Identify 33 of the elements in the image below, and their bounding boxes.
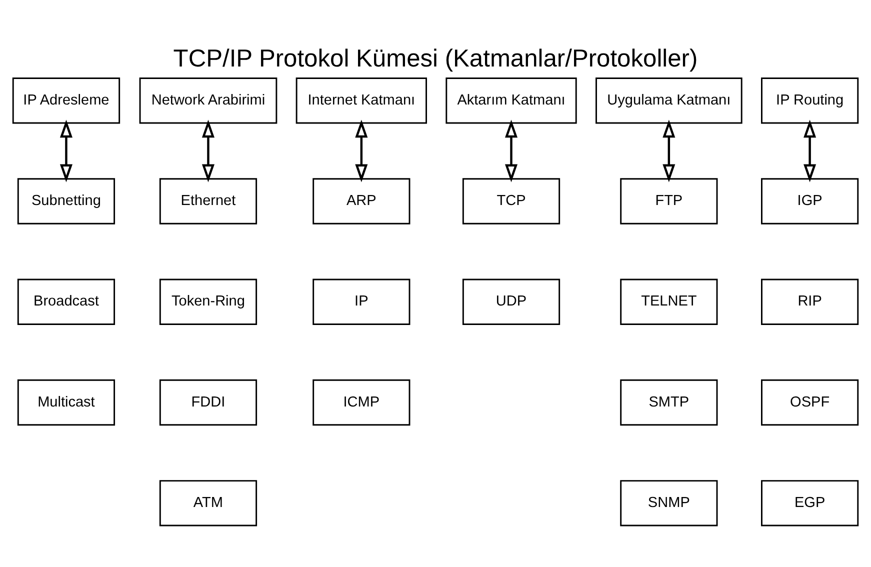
arrow: [60, 119, 72, 182]
node-box: TELNET: [620, 278, 718, 324]
node-box: EGP: [761, 480, 859, 526]
node-box: TCP: [462, 178, 560, 224]
node-box: Subnetting: [17, 178, 116, 224]
arrow: [504, 119, 518, 182]
node-box: Internet Katmanı: [296, 77, 427, 124]
node-box: Broadcast: [17, 278, 116, 324]
node-box: UDP: [462, 278, 560, 324]
node-box: Uygulama Katmanı: [596, 77, 742, 124]
node-box: IP: [312, 278, 410, 324]
arrow: [202, 119, 214, 182]
node-box: SNMP: [620, 480, 718, 526]
node-box: RIP: [761, 278, 859, 324]
node-box: SMTP: [620, 378, 718, 426]
arrow: [804, 119, 816, 182]
node-box: IP Routing: [761, 77, 859, 124]
arrow: [355, 119, 368, 182]
arrow: [662, 119, 676, 182]
node-box: IP Adresleme: [12, 77, 120, 124]
node-box: Aktarım Katmanı: [446, 77, 577, 124]
node-box: FDDI: [159, 378, 258, 426]
node-box: Network Arabirimi: [139, 77, 278, 124]
node-box: ARP: [312, 178, 410, 224]
node-box: OSPF: [761, 378, 859, 426]
diagram-title: TCP/IP Protokol Kümesi (Katmanlar/Protokoller): [173, 45, 698, 72]
node-box: Token-Ring: [159, 278, 258, 324]
node-box: IGP: [761, 178, 859, 224]
node-box: Ethernet: [159, 178, 258, 224]
node-box: ICMP: [312, 378, 410, 426]
node-box: Multicast: [17, 378, 116, 426]
node-box: FTP: [620, 178, 718, 224]
node-box: ATM: [159, 480, 258, 526]
